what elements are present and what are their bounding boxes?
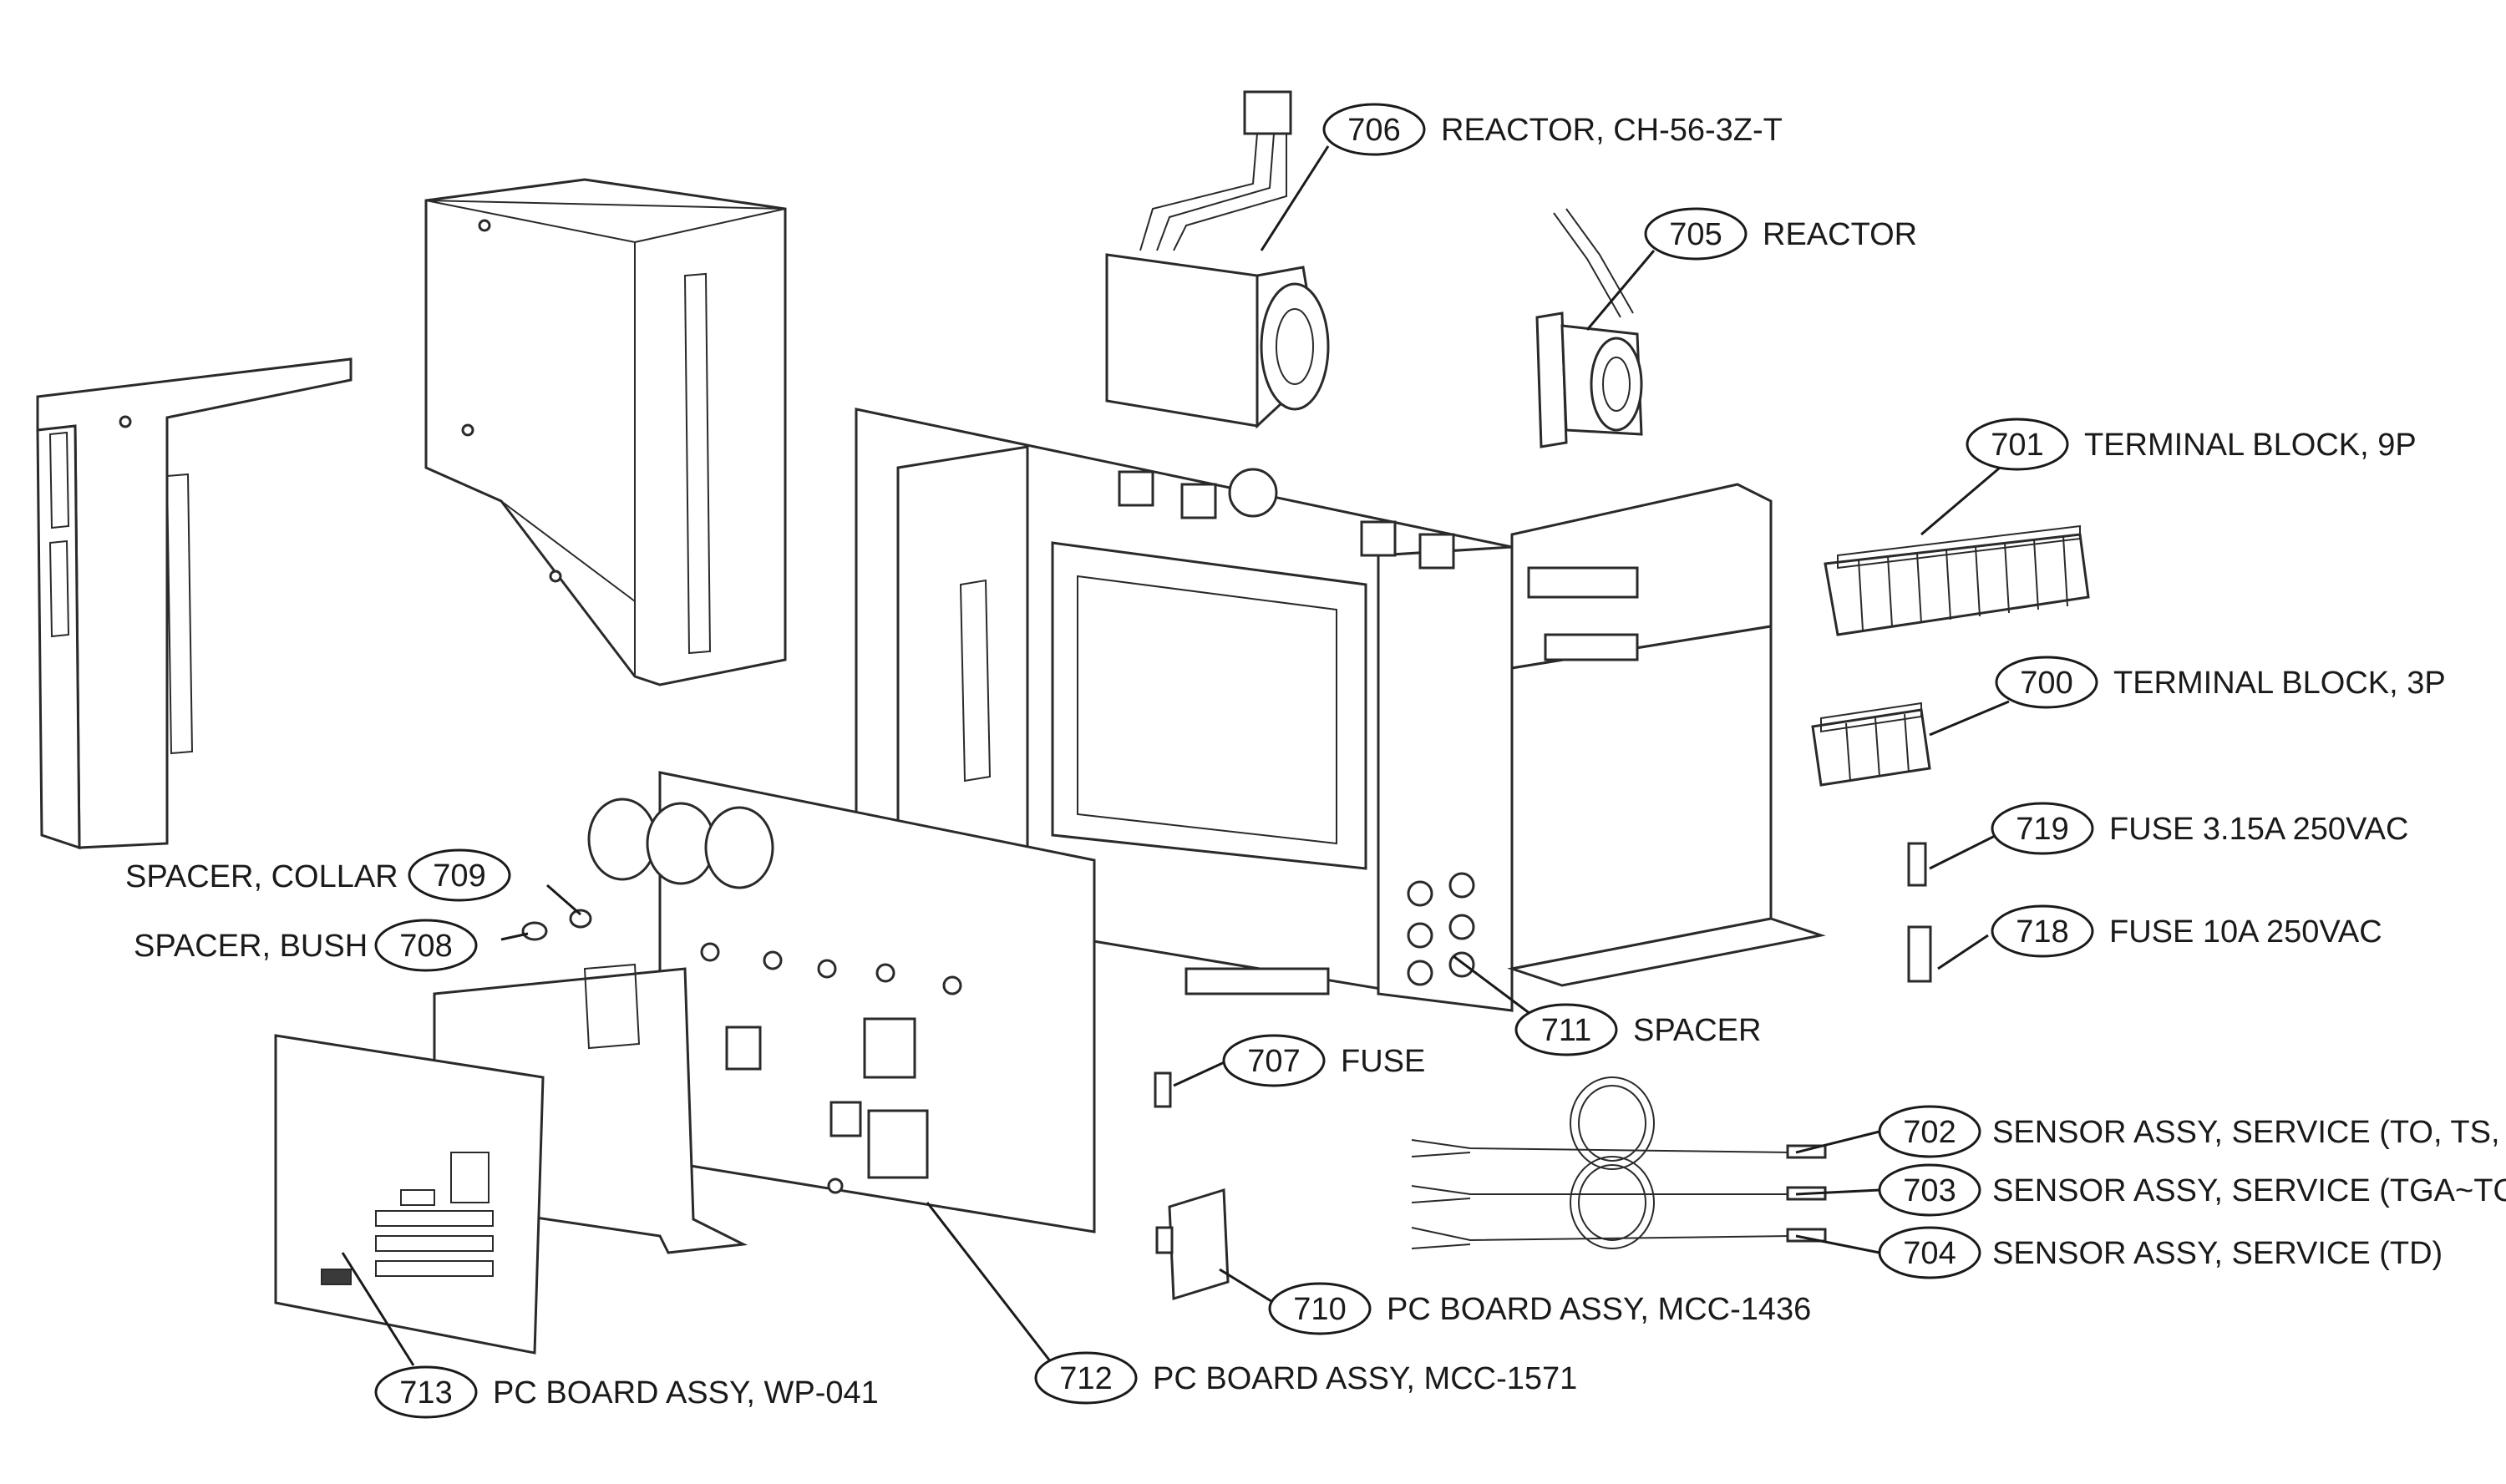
leader-712 xyxy=(926,1202,1058,1370)
leader-713 xyxy=(341,1252,415,1366)
pc-board-mcc-1571-drawing xyxy=(587,771,1096,1233)
fuse-718-drawing xyxy=(1907,925,1932,983)
reactor-706-drawing xyxy=(1105,90,1330,429)
callout-number: 700 xyxy=(2020,666,2072,701)
callout-700: 700 TERMINAL BLOCK, 3P xyxy=(1995,656,2446,709)
callout-label: PC BOARD ASSY, MCC-1571 xyxy=(1153,1361,1577,1396)
callout-label: SPACER xyxy=(1633,1013,1761,1048)
leader-700 xyxy=(1929,700,2010,737)
callout-label: TERMINAL BLOCK, 3P xyxy=(2113,666,2446,701)
callout-708: SPACER, BUSH 708 xyxy=(134,919,478,972)
leader-702 xyxy=(1795,1130,1880,1154)
leader-705 xyxy=(1585,250,1656,331)
callout-number: 702 xyxy=(1903,1115,1956,1150)
leader-718 xyxy=(1937,934,1989,970)
callout-number: 704 xyxy=(1903,1236,1956,1271)
callout-703: 703 SENSOR ASSY, SERVICE (TGA~TGC) xyxy=(1878,1163,2506,1217)
leader-708 xyxy=(500,932,529,941)
leader-701 xyxy=(1920,462,2006,536)
leader-703 xyxy=(1795,1188,1880,1196)
callout-number: 710 xyxy=(1293,1292,1346,1327)
callout-number: 707 xyxy=(1247,1044,1300,1079)
callout-705: 705 REACTOR xyxy=(1644,207,1917,261)
callout-709: SPACER, COLLAR 709 xyxy=(125,848,511,902)
callout-number: 703 xyxy=(1903,1173,1956,1208)
callout-number: 712 xyxy=(1059,1361,1112,1396)
callout-label: PC BOARD ASSY, MCC-1436 xyxy=(1387,1292,1811,1327)
leader-lines xyxy=(341,145,2010,1370)
fuse-719-drawing xyxy=(1907,842,1927,887)
callout-number: 718 xyxy=(2016,914,2068,950)
callout-number: 706 xyxy=(1347,113,1400,148)
terminal-block-3p-drawing xyxy=(1811,701,1931,787)
callout-label: FUSE 10A 250VAC xyxy=(2109,914,2382,950)
callout-number: 711 xyxy=(1541,1013,1592,1048)
leader-709 xyxy=(546,884,581,916)
callout-label: SPACER, BUSH xyxy=(134,929,368,964)
callout-713: 713 PC BOARD ASSY, WP-041 xyxy=(374,1365,879,1419)
callout-701: 701 TERMINAL BLOCK, 9P xyxy=(1966,418,2417,471)
callout-label: FUSE xyxy=(1341,1044,1425,1079)
callout-label: SENSOR ASSY, SERVICE (TO, TS, TE) xyxy=(1992,1115,2506,1150)
leader-711 xyxy=(1453,955,1538,1021)
terminal-block-9p-drawing xyxy=(1824,524,2090,636)
callout-number: 719 xyxy=(2016,812,2068,847)
callout-710: 710 PC BOARD ASSY, MCC-1436 xyxy=(1268,1282,1811,1335)
pc-board-mcc-1436-drawing xyxy=(1155,1188,1230,1301)
spacer-collar-drawing xyxy=(569,909,592,929)
callout-label: TERMINAL BLOCK, 9P xyxy=(2084,428,2417,463)
callout-719: 719 FUSE 3.15A 250VAC xyxy=(1991,802,2408,855)
callout-704: 704 SENSOR ASSY, SERVICE (TD) xyxy=(1878,1226,2443,1279)
spacer-bush-drawing xyxy=(521,921,548,941)
callout-label: SENSOR ASSY, SERVICE (TD) xyxy=(1992,1236,2443,1271)
callout-label: SENSOR ASSY, SERVICE (TGA~TGC) xyxy=(1992,1173,2506,1208)
callout-718: 718 FUSE 10A 250VAC xyxy=(1991,904,2382,958)
callout-711: 711 SPACER xyxy=(1514,1003,1761,1056)
sensor-assemblies-drawing xyxy=(1411,1076,1827,1249)
callout-number: 713 xyxy=(399,1375,452,1411)
fuse-707-drawing xyxy=(1154,1071,1172,1108)
callout-label: SPACER, COLLAR xyxy=(125,859,398,894)
leader-719 xyxy=(1929,833,1997,870)
side-bracket-panel xyxy=(36,357,353,850)
callout-702: 702 SENSOR ASSY, SERVICE (TO, TS, TE) xyxy=(1878,1105,2506,1158)
callout-712: 712 PC BOARD ASSY, MCC-1571 xyxy=(1034,1351,1577,1405)
callout-number: 709 xyxy=(433,858,485,894)
callout-label: REACTOR, CH-56-3Z-T xyxy=(1441,113,1783,148)
leader-707 xyxy=(1173,1059,1229,1087)
callout-label: FUSE 3.15A 250VAC xyxy=(2109,812,2408,847)
main-chassis xyxy=(855,408,1826,1012)
pc-board-wp-041-drawing xyxy=(274,1034,545,1355)
callout-number: 705 xyxy=(1669,217,1722,252)
duct-cover xyxy=(424,178,787,686)
callout-706: 706 REACTOR, CH-56-3Z-T xyxy=(1322,103,1783,156)
callout-number: 708 xyxy=(399,929,452,964)
callout-707: 707 FUSE xyxy=(1222,1034,1425,1087)
callout-label: REACTOR xyxy=(1763,217,1917,252)
leader-704 xyxy=(1795,1234,1880,1254)
leader-710 xyxy=(1219,1268,1275,1304)
callout-number: 701 xyxy=(1991,428,2043,463)
reactor-705-drawing xyxy=(1535,208,1643,448)
callout-label: PC BOARD ASSY, WP-041 xyxy=(493,1375,879,1411)
leader-706 xyxy=(1260,145,1330,251)
